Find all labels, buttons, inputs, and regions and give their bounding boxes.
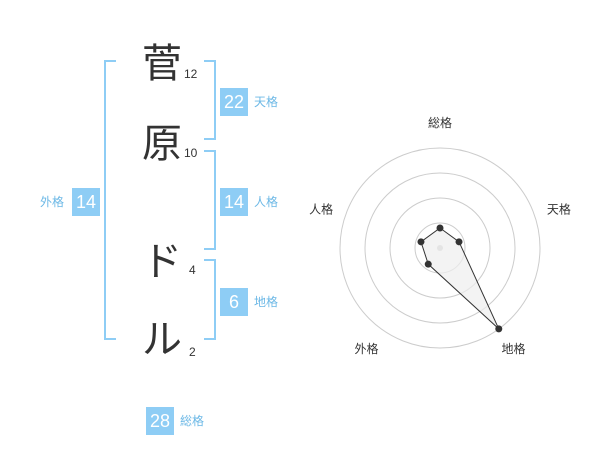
- radar-axis-label-2: 地格: [501, 341, 525, 356]
- radar-axis-label-3: 外格: [355, 341, 379, 356]
- radar-point-3: [424, 260, 432, 268]
- tenkaku-label: 天格: [254, 95, 279, 109]
- jinkaku-value-badge: 14: [220, 188, 248, 216]
- gaikaku-label: 外格: [40, 195, 65, 209]
- radar-axis-label-1: 天格: [547, 201, 571, 216]
- stroke-count-4: 2: [189, 345, 196, 359]
- name-char-3: ド: [142, 239, 182, 285]
- radar-axis-label-0: 総格: [428, 115, 452, 130]
- radar-axis-label-4: 人格: [309, 201, 333, 216]
- radar-ring-4: [339, 147, 541, 349]
- radar-point-2: [495, 325, 503, 333]
- gaikaku-value-badge: 14: [72, 188, 100, 216]
- stroke-count-2: 10: [184, 146, 198, 160]
- radar-point-0: [436, 224, 444, 232]
- radar-point-1: [455, 238, 463, 246]
- jinkaku-label: 人格: [254, 195, 279, 209]
- soukaku-label: 総格: [180, 414, 205, 428]
- name-char-1: 菅: [142, 41, 182, 87]
- radar-point-4: [417, 238, 425, 246]
- jinkaku-bracket: [204, 150, 216, 250]
- tenkaku-bracket: [204, 60, 216, 140]
- radar-series-polygon: [420, 227, 500, 330]
- name-char-4: ル: [142, 317, 182, 363]
- stroke-count-1: 12: [184, 67, 198, 81]
- gaikaku-bracket: [104, 60, 116, 340]
- tenkaku-value-badge: 22: [220, 88, 248, 116]
- chikaku-value-badge: 6: [220, 288, 248, 316]
- chikaku-label: 地格: [254, 295, 279, 309]
- name-char-2: 原: [142, 121, 182, 167]
- radar-ring-3: [364, 172, 516, 324]
- chikaku-bracket: [204, 259, 216, 340]
- soukaku-value-badge: 28: [146, 407, 174, 435]
- radar-points: [417, 224, 503, 333]
- stroke-count-3: 4: [189, 263, 196, 277]
- radar-ring-2: [389, 197, 491, 299]
